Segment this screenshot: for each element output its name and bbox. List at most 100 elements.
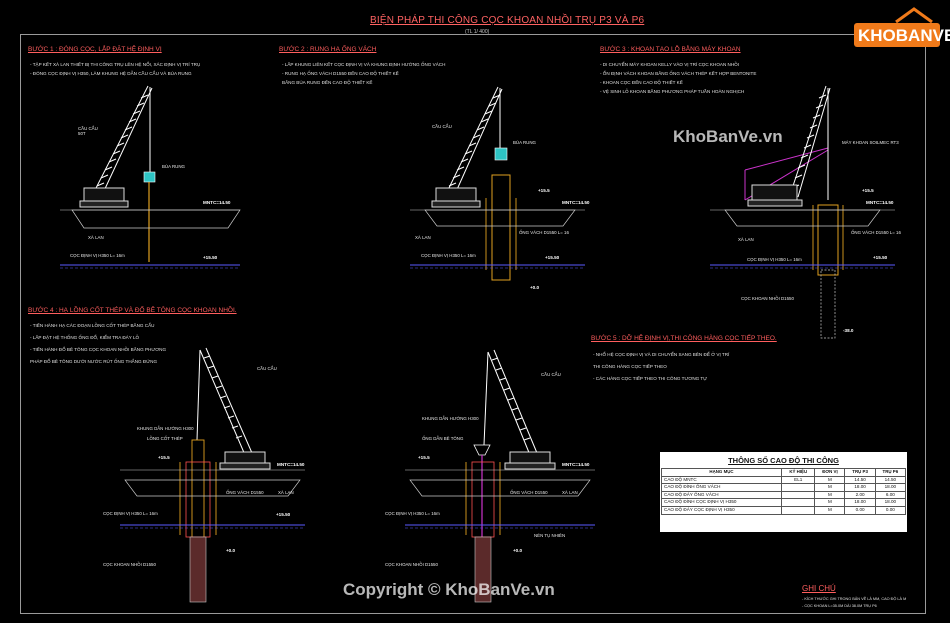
step5-note-3: - CÁC HÀNG CỌC TIẾP THEO THI CÔNG TƯƠNG … (593, 376, 708, 381)
params-col-unit: ĐƠN VỊ (814, 468, 846, 477)
step3-note-4: - VỆ SINH LỖ KHOAN BẰNG PHƯƠNG PHÁP TUẦN… (600, 89, 745, 94)
step3-barge (724, 209, 881, 227)
table-cell: 2.00 (844, 490, 876, 500)
step3-diagram (710, 85, 895, 339)
step2-barge-label: XÀ LAN (415, 235, 431, 240)
step2-mntc: MNTC=14.50 (562, 200, 590, 205)
step2-barge (424, 209, 576, 227)
step4-crane (196, 347, 271, 470)
step2-hammer (494, 147, 508, 161)
step4-casing-label: ỐNG VÁCH D1550 (226, 490, 264, 495)
step5-barge-label: XÀ LAN (562, 490, 578, 495)
step2-casing (491, 174, 511, 281)
params-col-item: HẠNG MỤC (661, 468, 782, 477)
table-cell: 18.00 (874, 498, 907, 507)
table-cell: M (814, 483, 846, 492)
step3-bored-label: CỌC KHOAN NHỒI D1550 (741, 296, 794, 301)
step5-bored-pile (474, 536, 492, 603)
step3-rig-label: MÁY KHOAN SOILMEC RT3 (842, 140, 899, 145)
step3-barge-label: XÀ LAN (738, 237, 754, 242)
step1-crane-label: CẦU CẨU 50T (78, 126, 98, 136)
step4-bored-pile (189, 536, 207, 603)
params-table-title: THÔNG SỐ CAO ĐỘ THI CÔNG (661, 452, 906, 468)
watermark-bottom: Copyright © KhoBanVe.vn (343, 580, 555, 599)
step4-cage-label: LỒNG CỐT THÉP (147, 436, 183, 441)
step4-note-1: - TIẾN HÀNH HẠ CÁC ĐOẠN LỒNG CỐT THÉP BẰ… (30, 323, 155, 328)
step1-crane (79, 85, 153, 208)
step5-tremie-label: ỐNG DẪN BÊ TÔNG (422, 436, 464, 441)
table-cell (780, 490, 816, 500)
step4-title: BƯỚC 4 : HẠ LỒNG CỐT THÉP VÀ ĐỔ BÊ TÔNG … (28, 307, 237, 314)
step4-note-2: - LẮP ĐẶT HỆ THỐNG ỐNG ĐỔ, KIỂM TRA ĐÁY … (30, 335, 140, 340)
params-col-symbol: KÝ HIỆU (780, 468, 816, 477)
step3-bored-pile (820, 269, 836, 339)
step4-bored-label: CỌC KHOAN NHỒI D1550 (103, 562, 156, 567)
step4-pile-label: CỌC ĐỊNH VỊ H350 L= 16m (103, 511, 158, 516)
step5-bored-label: CỌC KHOAN NHỒI D1550 (385, 562, 438, 567)
table-cell: 0.00 (874, 505, 907, 515)
step2-casing-label: ỐNG VÁCH D1550 L= 16 (519, 230, 569, 235)
step5-diagram (405, 349, 595, 603)
step5-mntc: MNTC=14.50 (562, 462, 590, 467)
params-col-p6: TRỤ P6 (874, 468, 907, 477)
step1-diagram (60, 85, 241, 269)
step5-note-1: - NHỔ HỆ CỌC ĐỊNH VỊ VÀ DI CHUYỂN SANG B… (593, 352, 730, 357)
step3-crane (747, 85, 831, 207)
step3-note-3: - KHOAN CỌC ĐẾN CAO ĐỘ THIẾT KẾ (600, 80, 683, 85)
notes-line-2: - CỌC KHOAN L=35.0M DÀI 38.0M TRỤ P6 (802, 604, 877, 608)
step5-casing-label: ỐNG VÁCH D1550 (510, 490, 548, 495)
step5-crane (483, 349, 556, 470)
sheet-scale: (TL 1/ 400) (465, 29, 490, 35)
step3-mntc: MNTC=14.50 (866, 200, 894, 205)
step5-note-2: THI CÔNG HÀNG CỌC TIẾP THEO (593, 364, 667, 369)
step2-elev-bot: +0.0 (530, 285, 540, 290)
table-cell: 18.00 (844, 483, 876, 492)
table-cell: M (814, 498, 846, 507)
step2-note-1: - LẮP KHUNG LIÊN KẾT CỌC ĐỊNH VỊ VÀ KHUN… (282, 62, 446, 67)
step4-frame-label: KHUNG DẪN HƯỚNG H300 (137, 426, 194, 431)
step4-diagram (120, 347, 305, 603)
step1-note-1: - TẬP KẾT XÀ LAN THIẾT BỊ THI CÔNG TRỤ L… (30, 62, 201, 67)
table-cell: 18.00 (874, 483, 907, 492)
step3-elev-mid: +15.50 (873, 255, 888, 260)
step2-crane-label: CẦU CẨU (432, 124, 452, 129)
watermark-top: KhoBanVe.vn (673, 127, 783, 146)
step5-cut-label: NÉN TỤ NHIÊN (534, 533, 566, 538)
step1-mntc: MNTC=14.50 (203, 200, 231, 205)
table-cell (780, 483, 816, 492)
step4-note-3: - TIẾN HÀNH ĐỔ BÊ TÔNG CỌC KHOAN NHỒI BẰ… (30, 347, 167, 352)
table-cell: CAO ĐỘ ĐÁY CỌC ĐỊNH VỊ H350 (661, 505, 782, 515)
step2-hammer-label: BÚA RUNG (513, 140, 536, 145)
step1-hammer (143, 171, 156, 183)
table-cell: CAO ĐỘ ĐỈNH CỌC ĐỊNH VỊ H350 (661, 498, 782, 507)
step5-frame-label: KHUNG DẪN HƯỚNG H300 (422, 416, 479, 421)
params-col-p3: TRỤ P3 (844, 468, 876, 477)
table-cell (780, 505, 816, 515)
logo-text: KHOBANVE (858, 26, 950, 45)
table-cell: CAO ĐỘ MNTC (661, 475, 782, 485)
step1-title: BƯỚC 1 : ĐÓNG CỌC, LẮP ĐẶT HỆ ĐỊNH VỊ (28, 46, 162, 53)
table-cell: M (814, 490, 846, 500)
step1-hammer-label: BÚA RUNG (162, 164, 185, 169)
step1-pile-label: CỌC ĐỊNH VỊ H350 L= 16m (70, 253, 125, 258)
step1-barge-label: XÀ LAN (88, 235, 104, 240)
logo: KHOBANVE (848, 6, 950, 50)
step3-pile-label: CỌC ĐỊNH VỊ H350 L= 16m (747, 257, 802, 262)
step4-elev-top: +15.5 (158, 455, 170, 460)
step5-casing (471, 461, 495, 538)
step2-diagram (410, 86, 585, 281)
step5-elev-bot: +0.0 (513, 548, 523, 553)
step3-note-2: - ỔN ĐỊNH VÁCH KHOAN BẰNG ỐNG VÁCH THÉP … (600, 71, 757, 76)
table-row: CAO ĐỘ ĐÁY CỌC ĐỊNH VỊ H350 M 0.00 0.00 (661, 505, 907, 515)
step5-crane-label: CẦU CẨU (541, 372, 561, 377)
step4-casing (185, 461, 211, 538)
step3-casing-label: ỐNG VÁCH D1550 L= 16 (851, 230, 901, 235)
table-cell (780, 498, 816, 507)
table-row: CAO ĐỘ ĐỈNH ỐNG VÁCH M 18.00 18.00 (661, 483, 907, 492)
house-roof-icon (895, 7, 933, 24)
step4-barge (124, 479, 301, 497)
table-row: CAO ĐỘ MNTC EL1 M 14.50 14.50 (661, 475, 907, 485)
step2-pile-label: CỌC ĐỊNH VỊ H350 L= 16m (421, 253, 476, 258)
step3-note-1: - DI CHUYỂN MÁY KHOAN KELLY VÀO VỊ TRÍ C… (600, 62, 740, 67)
step4-crane-label: CẦU CẨU (257, 366, 277, 371)
